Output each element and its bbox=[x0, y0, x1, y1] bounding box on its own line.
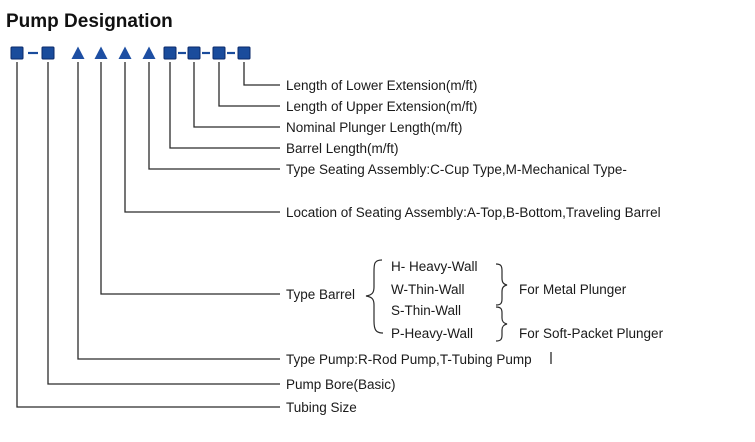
group-label-metal-plunger: For Metal Plunger bbox=[519, 282, 627, 297]
code-square-barrel-length bbox=[163, 46, 177, 60]
label-type-pump: Type Pump:R-Rod Pump,T-Tubing Pump bbox=[286, 352, 532, 367]
code-triangle-seating-location bbox=[118, 46, 132, 59]
code-triangle-type-pump bbox=[71, 46, 85, 59]
group-label-soft-plunger: For Soft-Packet Plunger bbox=[519, 326, 664, 341]
code-symbol-row bbox=[10, 46, 251, 60]
code-triangle-seating-type bbox=[142, 46, 156, 59]
soft-plunger-right-brace bbox=[495, 306, 508, 342]
connector-tubing-size bbox=[16, 62, 280, 408]
barrel-option-h: H- Heavy-Wall bbox=[391, 259, 478, 274]
connector-seating-type bbox=[148, 62, 280, 170]
code-square-pump-bore bbox=[41, 46, 55, 60]
code-square-upper-extension bbox=[212, 46, 226, 60]
connector-lower-extension bbox=[243, 62, 280, 86]
connector-lines bbox=[16, 62, 280, 408]
code-square-lower-extension bbox=[237, 46, 251, 60]
label-plunger-length: Nominal Plunger Length(m/ft) bbox=[286, 120, 462, 135]
label-seating-type: Type Seating Assembly:C-Cup Type,M-Mecha… bbox=[286, 162, 627, 177]
connector-seating-location bbox=[124, 62, 280, 213]
connector-barrel-length bbox=[169, 62, 280, 149]
barrel-types-left-brace bbox=[365, 259, 384, 334]
connector-plunger-length bbox=[193, 62, 280, 128]
label-pump-bore: Pump Bore(Basic) bbox=[286, 377, 396, 392]
barrel-option-s: S-Thin-Wall bbox=[391, 303, 461, 318]
code-square-plunger-length bbox=[187, 46, 201, 60]
label-type-barrel: Type Barrel bbox=[286, 287, 355, 302]
connector-type-barrel bbox=[100, 62, 280, 295]
code-square-tubing-size bbox=[10, 46, 24, 60]
label-barrel-length: Barrel Length(m/ft) bbox=[286, 141, 399, 156]
barrel-option-p: P-Heavy-Wall bbox=[391, 326, 473, 341]
label-tubing-size: Tubing Size bbox=[286, 400, 357, 415]
diagram-title: Pump Designation bbox=[6, 11, 173, 32]
metal-plunger-right-brace bbox=[495, 263, 508, 306]
label-seating-location: Location of Seating Assembly:A-Top,B-Bot… bbox=[286, 205, 661, 220]
label-lower-extension: Length of Lower Extension(m/ft) bbox=[286, 78, 477, 93]
code-triangle-type-barrel bbox=[94, 46, 108, 59]
connector-type-pump bbox=[77, 62, 280, 360]
barrel-option-w: W-Thin-Wall bbox=[391, 282, 465, 297]
connector-pump-bore bbox=[47, 62, 280, 385]
connector-upper-extension bbox=[218, 62, 280, 107]
label-upper-extension: Length of Upper Extension(m/ft) bbox=[286, 99, 477, 114]
